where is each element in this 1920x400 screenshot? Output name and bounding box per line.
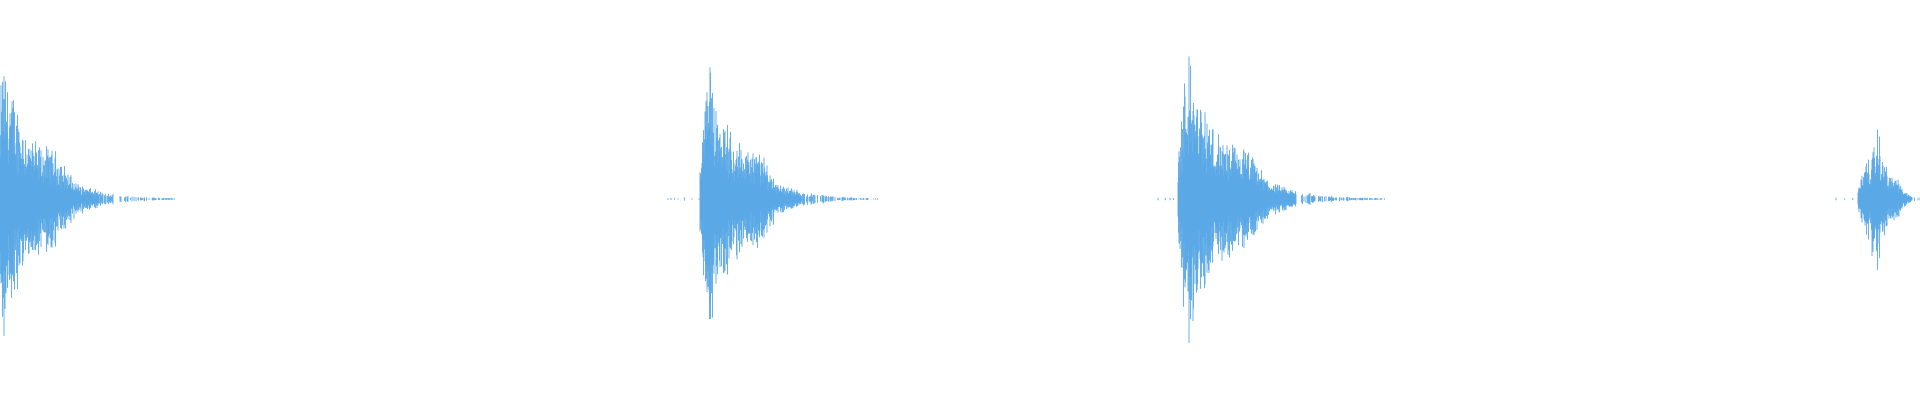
waveform-burst-2-trace [667,67,878,320]
waveform-burst-1-trace [0,76,175,336]
waveform-burst-3-trace [1157,56,1385,343]
waveform-burst-4-trace [1835,129,1920,270]
waveform-burst-3 [1157,56,1385,343]
waveform-burst-4 [1835,129,1920,270]
waveform-burst-2 [667,67,878,320]
waveform-burst-1 [0,76,175,336]
waveform-trace [0,56,1920,343]
